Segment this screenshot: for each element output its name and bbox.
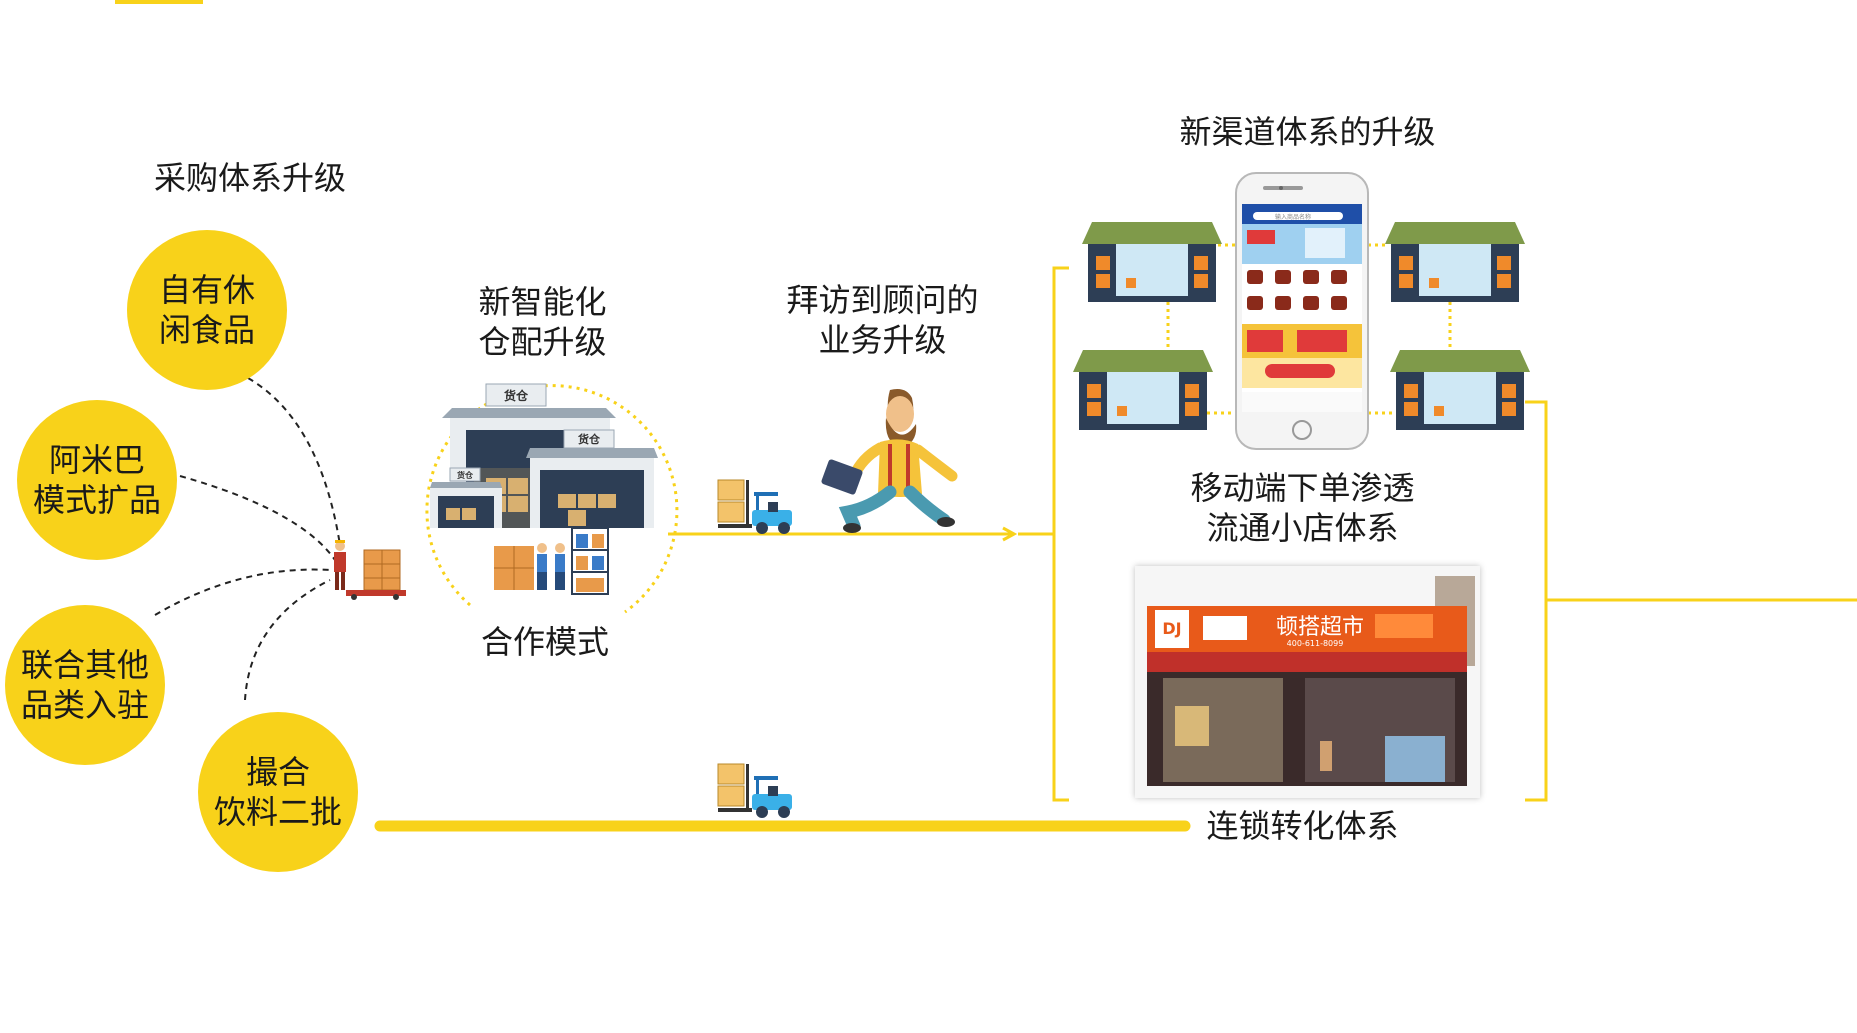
warehouse-caption: 合作模式 xyxy=(480,623,609,661)
warehouse-title: 新智能化 仓配升级 xyxy=(478,283,607,361)
flow-arrowhead xyxy=(1002,526,1018,542)
phone-icon: 输入商品名称 xyxy=(1235,172,1369,450)
forklift-icon xyxy=(717,479,792,534)
warehouse-dotted-ring xyxy=(425,384,679,614)
circle-own-snacks: 自有休 闲食品 xyxy=(127,230,287,390)
store-photo: DJ 顿搭超市 400-611-8099 xyxy=(1135,566,1480,798)
connector-2 xyxy=(179,475,336,561)
mobile-caption: 移动端下单渗透 流通小店体系 xyxy=(1190,469,1415,547)
right-bracket xyxy=(1525,400,1548,802)
shop-icon xyxy=(1082,222,1222,302)
shop-icon xyxy=(1385,222,1525,302)
store-brand: DJ xyxy=(1162,619,1181,638)
connector-1 xyxy=(247,377,341,546)
shop-icon xyxy=(1390,350,1530,430)
store-photo-image: DJ 顿搭超市 400-611-8099 xyxy=(1135,566,1480,798)
warehouse-sign: 货仓 xyxy=(504,388,529,403)
purchasing-title: 采购体系升级 xyxy=(153,159,346,197)
circle-label: 自有休 闲食品 xyxy=(158,271,255,349)
connector-4 xyxy=(244,579,331,701)
chain-caption: 连锁转化体系 xyxy=(1206,807,1399,845)
store-phone: 400-611-8099 xyxy=(1287,639,1344,648)
circle-beverage: 撮合 饮料二批 xyxy=(198,712,358,872)
warehouse-icon: 货仓 货仓 货仓 xyxy=(430,383,658,595)
left-bracket xyxy=(1052,266,1069,802)
circle-label: 联合其他 品类入驻 xyxy=(20,646,149,724)
circle-join-categories: 联合其他 品类入驻 xyxy=(5,605,165,765)
forklift-icon xyxy=(717,763,792,818)
accent-bar xyxy=(115,0,203,4)
warehouse-sign: 货仓 xyxy=(456,470,474,480)
store-name: 顿搭超市 xyxy=(1276,615,1364,640)
businessman-icon xyxy=(821,389,958,533)
circle-label: 阿米巴 模式扩品 xyxy=(32,441,161,519)
warehouse-sign: 货仓 xyxy=(577,432,601,446)
channel-title: 新渠道体系的升级 xyxy=(1179,113,1436,151)
visit-title: 拜访到顾问的 业务升级 xyxy=(786,281,979,359)
worker-pallet-icon xyxy=(334,540,406,600)
circle-amoeba: 阿米巴 模式扩品 xyxy=(17,400,177,560)
circle-label: 撮合 饮料二批 xyxy=(213,753,342,831)
connector-3 xyxy=(154,568,331,616)
phone-search-placeholder: 输入商品名称 xyxy=(1275,213,1311,221)
shop-icon xyxy=(1073,350,1213,430)
